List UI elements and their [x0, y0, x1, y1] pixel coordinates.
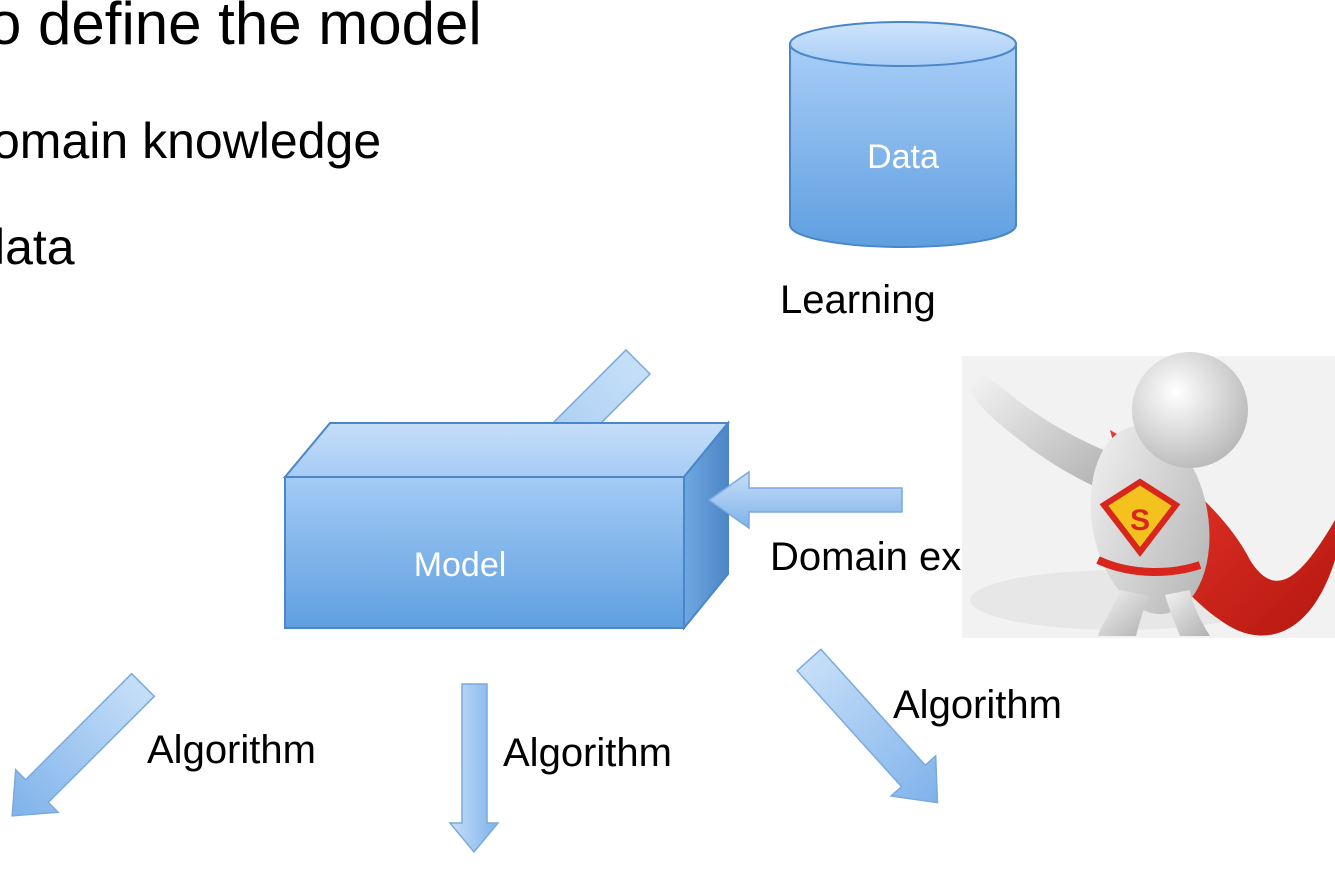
algorithm-arrow-center [448, 683, 500, 854]
data-node-label: Data [867, 138, 939, 176]
data-cylinder: Data [789, 21, 1017, 248]
superhero-figure-icon: S [962, 352, 1335, 638]
learning-label: Learning [780, 278, 936, 322]
slide-text-line-2: omain knowledge [0, 113, 381, 169]
slide-text-line-1: o define the model [0, 0, 482, 57]
algorithm-arrow-left [11, 672, 156, 817]
slide-text-line-3: lata [0, 219, 75, 275]
algorithm-label-center: Algorithm [503, 731, 672, 775]
superhero-emblem-letter: S [1130, 504, 1150, 537]
algorithm-arrow-right [796, 648, 939, 804]
model-box: Model [282, 420, 731, 631]
domain-expert-arrow [707, 470, 903, 530]
algorithm-label-right: Algorithm [893, 683, 1062, 727]
algorithm-label-left: Algorithm [147, 728, 316, 772]
model-node-label: Model [414, 546, 507, 584]
